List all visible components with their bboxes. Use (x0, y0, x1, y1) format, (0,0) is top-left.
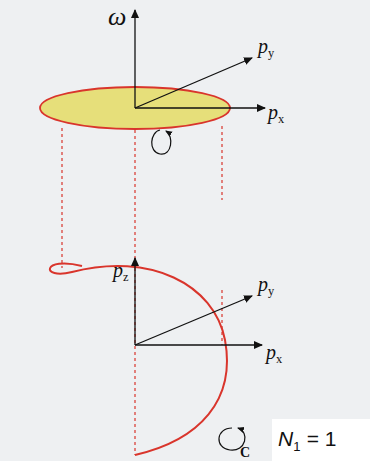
symbol: ω (108, 2, 126, 31)
winding-arrow (152, 130, 171, 154)
axis-label: pz (113, 260, 129, 284)
subscript: x (278, 112, 284, 126)
axis-label: px (268, 102, 284, 126)
symbol: = 1 (307, 427, 337, 450)
axis-label: ω (108, 4, 126, 30)
axis-label: py (258, 274, 274, 298)
subscript: y (268, 284, 274, 298)
symbol: p (113, 259, 123, 281)
symbol: p (258, 35, 268, 57)
subscript: z (123, 270, 129, 284)
winding-number: N1 = 1 (278, 428, 337, 453)
top-axes (135, 10, 265, 108)
projection-lines (62, 126, 222, 455)
helix-curve (50, 264, 227, 455)
subscript: y (268, 46, 274, 60)
axis-label: px (266, 342, 282, 366)
symbol: C (240, 445, 250, 460)
symbol: p (266, 341, 276, 363)
symbol: N (278, 427, 293, 450)
curve-label: C (240, 446, 250, 460)
symbol: p (268, 101, 278, 123)
symbol: p (258, 273, 268, 295)
axis-label: py (258, 36, 274, 60)
subscript: x (276, 352, 282, 366)
bottom-axes (135, 258, 262, 345)
subscript: 1 (293, 439, 300, 454)
